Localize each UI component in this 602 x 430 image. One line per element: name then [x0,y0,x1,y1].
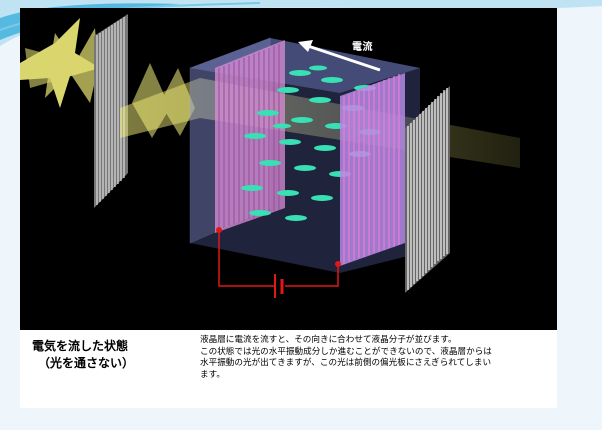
circuit [218,230,339,287]
current-label: 電流 [352,42,373,53]
caption-body: 液晶層に電流を流すと、その向きに合わせて液晶分子が並びます。 この状態では光の水… [200,335,550,381]
caption-body-line: この状態では光の水平振動成分しか進むことができないので、液晶層からは [200,346,492,357]
caption-body-line: 水平振動の光が出てきますが、この光は前側の偏光板にさえぎられてしまい [200,358,492,368]
caption-panel: 電気を流した状態 （光を通さない） 液晶層に電流を流すと、その向きに合わせて液晶… [20,330,557,408]
caption-body-line: ます。 [200,369,225,380]
caption-title-line: （光を通さない） [38,356,135,370]
lcd-diagram-illustration [20,14,520,298]
incoming-light [20,18,100,108]
lcd-diagram: 電流 [20,8,557,330]
front-polarizer [405,86,450,293]
rear-terminal [216,227,222,233]
rear-polarizer [94,14,128,208]
battery-icon [274,274,284,298]
wave-segments [132,63,195,138]
caption-title-line: 電気を流した状態 [32,339,129,353]
front-electrode [340,73,405,266]
left-arrow-icon [298,40,381,72]
slide-swoosh-top [0,0,602,46]
caption-title: 電気を流した状態 （光を通さない） [32,338,192,372]
caption-body-line: 液晶層に電流を流すと、その向きに合わせて液晶分子が並びます。 [200,335,457,345]
front-terminal [335,261,341,267]
